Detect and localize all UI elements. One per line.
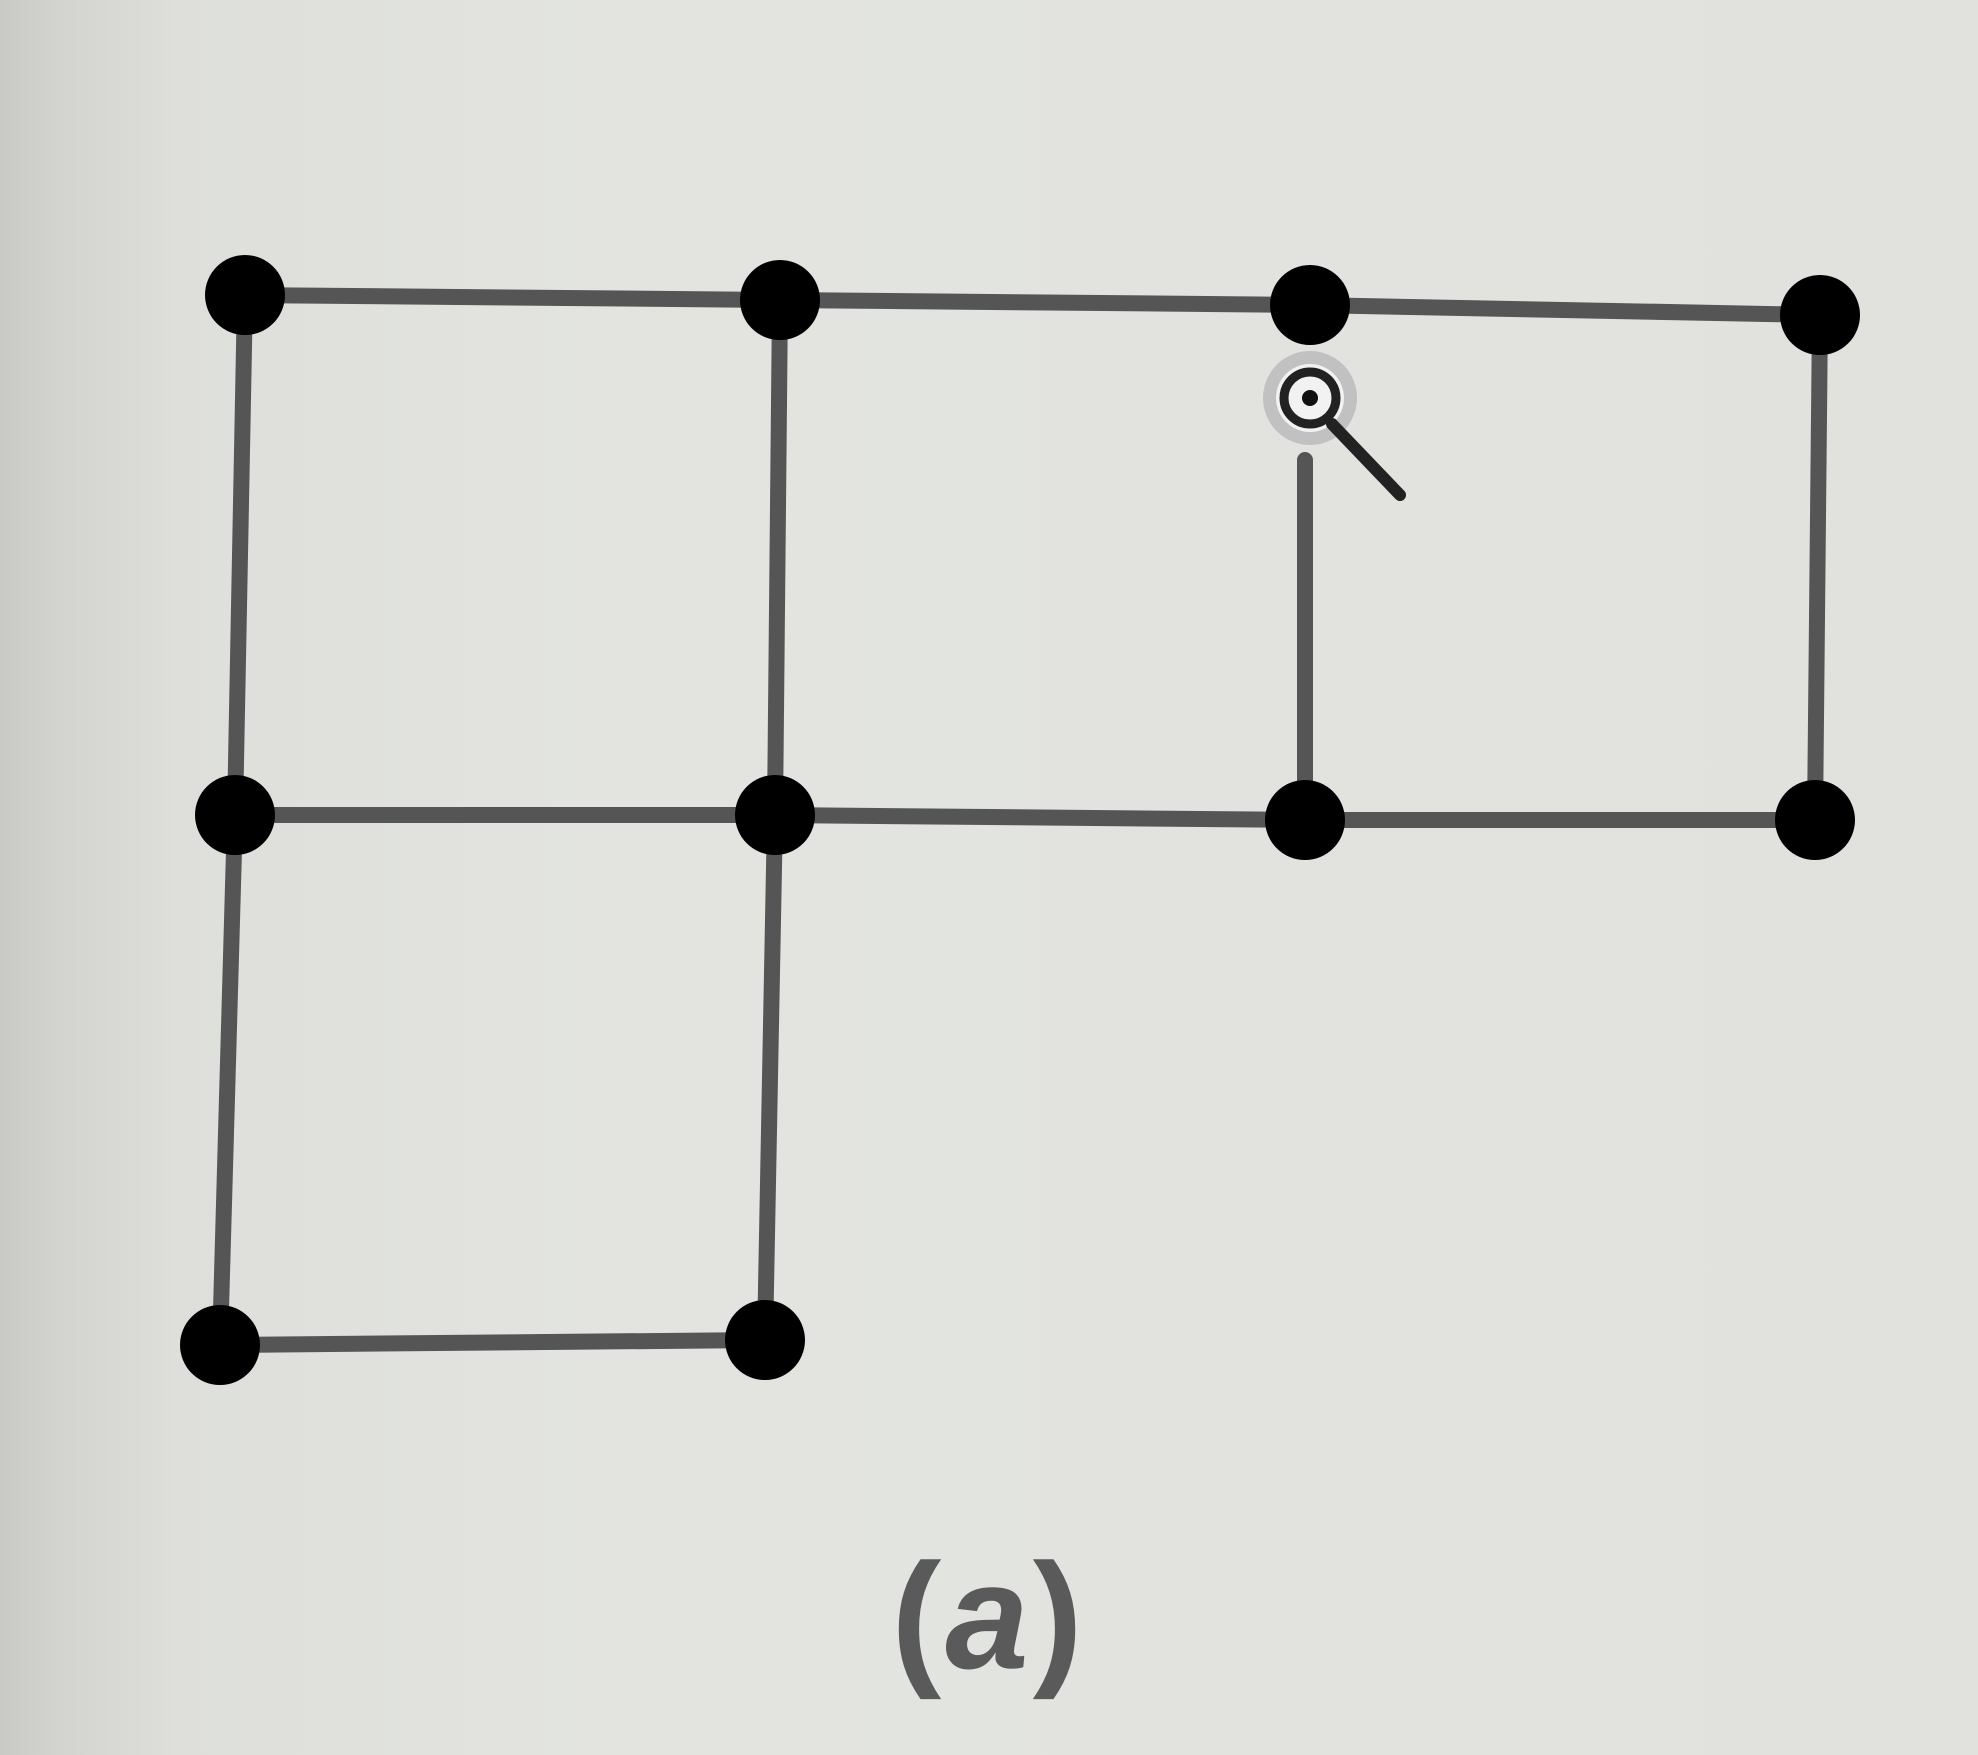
graph-edge bbox=[767, 807, 1313, 828]
graph-node bbox=[195, 775, 275, 855]
graph-node bbox=[1265, 780, 1345, 860]
graph-edge bbox=[212, 807, 243, 1353]
graph-node bbox=[1780, 275, 1860, 355]
graph-node bbox=[735, 775, 815, 855]
graph-node bbox=[205, 255, 285, 335]
graph-edge bbox=[772, 292, 1318, 313]
graph-edge bbox=[237, 287, 788, 308]
graph-nodes bbox=[180, 255, 1860, 1385]
graph-edge bbox=[212, 1332, 773, 1353]
graph-edges bbox=[212, 287, 1828, 1353]
graph-node bbox=[1775, 780, 1855, 860]
graph-edge bbox=[1807, 307, 1828, 828]
magnifier-cursor-icon bbox=[1263, 351, 1406, 501]
graph-edge bbox=[227, 287, 253, 823]
graph-node bbox=[725, 1300, 805, 1380]
graph-node bbox=[180, 1305, 260, 1385]
graph-edge bbox=[1302, 297, 1828, 323]
graph-edge bbox=[767, 292, 788, 823]
graph-edge bbox=[757, 807, 783, 1348]
caption-letter: a bbox=[945, 1532, 1033, 1700]
graph-node bbox=[740, 260, 820, 340]
figure-caption: (a) bbox=[891, 1532, 1087, 1700]
graph-node bbox=[1270, 265, 1350, 345]
